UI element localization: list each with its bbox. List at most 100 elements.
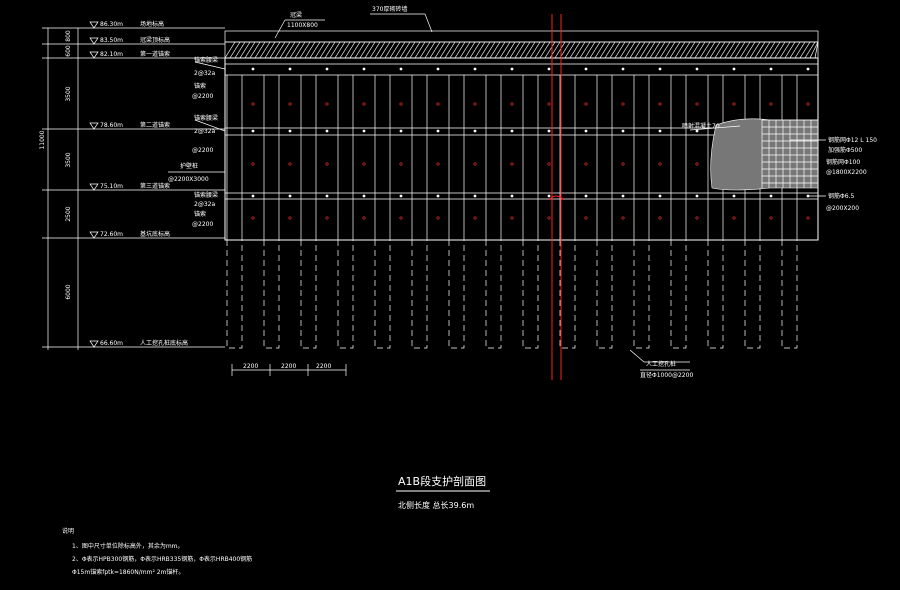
hatch-line	[624, 41, 636, 59]
pile-foundation	[300, 240, 317, 349]
rebar-marker	[473, 216, 477, 220]
pile-spacing: @2200X3000	[168, 176, 209, 183]
pile-foundation	[263, 240, 280, 349]
hatch-line	[679, 41, 691, 59]
rebar-marker	[362, 102, 366, 106]
hatch-line	[599, 41, 611, 59]
shotcrete-mesh-detail	[710, 118, 819, 191]
anchor-point	[769, 194, 773, 198]
hatch-line	[674, 41, 686, 59]
elevation-note: 基坑底标高	[140, 230, 170, 238]
hatch-line	[769, 41, 781, 59]
hatch-line	[614, 41, 626, 59]
hatch-line	[609, 41, 621, 59]
hatch-line	[409, 41, 421, 59]
rebar-marker	[621, 162, 625, 166]
anchor-row-2-spacing: @2200	[192, 147, 213, 154]
hatch-line	[434, 41, 446, 59]
hatch-line	[229, 41, 241, 59]
pile-foundation	[226, 240, 243, 349]
hatch-line	[234, 41, 246, 59]
pile-bottom-note: 人工挖孔桩	[646, 360, 676, 368]
notes-line-1: 1、图中尺寸单位除标高外，其余为mm。	[72, 542, 184, 550]
anchor-row-3-title: 锚索腰梁	[194, 191, 218, 199]
rebar-marker	[732, 102, 736, 106]
bottom-dim-1: 2200	[243, 363, 258, 370]
cap-beam-label: 冠梁	[290, 11, 302, 19]
hatch-line	[399, 41, 411, 59]
rebar-marker	[325, 162, 329, 166]
hatch-line	[514, 41, 526, 59]
anchor-point	[436, 67, 440, 71]
anchor-row-3-spacing: @2200	[192, 221, 213, 228]
hatch-line	[694, 41, 706, 59]
pile-bottom-spacing: 直径Φ1000@2200	[640, 371, 693, 379]
hatch-line	[589, 41, 601, 59]
elevation-note: 人工挖孔桩底标高	[140, 339, 188, 347]
anchor-point	[251, 194, 255, 198]
rebar-marker	[584, 102, 588, 106]
anchor-point	[547, 129, 551, 133]
hatch-line	[559, 41, 571, 59]
anchor-row-1-anchor: 锚索	[194, 82, 206, 90]
hatch-line	[719, 41, 731, 59]
mesh-grid	[761, 119, 819, 188]
anchor-point	[621, 194, 625, 198]
notes: 说明 1、图中尺寸单位除标高外，其余为mm。 2、Φ表示HPB300钢筋，Φ表示…	[62, 527, 252, 576]
anchor-point	[399, 67, 403, 71]
anchor-point	[658, 129, 662, 133]
anchor-point	[362, 67, 366, 71]
elevation-marker-icon	[89, 122, 99, 130]
rebar-marker	[510, 216, 514, 220]
elevation-value: 83.50m	[100, 37, 123, 44]
hatch-line	[619, 41, 631, 59]
hatch-line	[284, 41, 296, 59]
hatch-line	[384, 41, 396, 59]
rebar-marker	[399, 216, 403, 220]
anchor-point	[695, 129, 699, 133]
rebar-marker	[732, 216, 736, 220]
elevation-value: 72.60m	[100, 231, 123, 238]
dim-segment: 800	[65, 30, 72, 42]
hatch-line	[594, 41, 606, 59]
hatch-line	[394, 41, 406, 59]
anchor-point	[362, 129, 366, 133]
elevation-marker-icon	[89, 51, 99, 59]
anchor-point	[473, 67, 477, 71]
hatch-line	[429, 41, 441, 59]
dim-segment: 6000	[65, 284, 72, 299]
rebar-marker	[658, 216, 662, 220]
hatch-line	[534, 41, 546, 59]
hatch-line	[389, 41, 401, 59]
hatch-line	[639, 41, 651, 59]
hatch-line	[539, 41, 551, 59]
rebar-marker	[584, 162, 588, 166]
hatch-line	[254, 41, 266, 59]
hatch-line	[709, 41, 721, 59]
hatch-line	[424, 41, 436, 59]
rebar-marker	[621, 216, 625, 220]
rebar-marker	[510, 162, 514, 166]
pile-foundation	[781, 240, 798, 349]
hatch-line	[584, 41, 596, 59]
pile-foundation	[448, 240, 465, 349]
elevation-marker-icon	[89, 340, 99, 348]
anchor-point	[288, 194, 292, 198]
anchor-point	[473, 129, 477, 133]
bottom-dim-2: 2200	[281, 363, 296, 370]
pile-foundation	[411, 240, 428, 349]
elevation-note: 场地标高	[140, 20, 164, 28]
rebar-marker	[473, 162, 477, 166]
anchor-point	[732, 194, 736, 198]
hatch-line	[714, 41, 726, 59]
anchor-point	[510, 129, 514, 133]
hatch-line	[574, 41, 586, 59]
rebar-marker	[251, 216, 255, 220]
drawing-subtitle: 北侧长度 总长39.6m	[398, 500, 474, 510]
rebar-marker	[362, 216, 366, 220]
hatch-line	[359, 41, 371, 59]
hatch-line	[669, 41, 681, 59]
hatch-line	[474, 41, 486, 59]
anchor-point	[399, 194, 403, 198]
hatch-line	[449, 41, 461, 59]
